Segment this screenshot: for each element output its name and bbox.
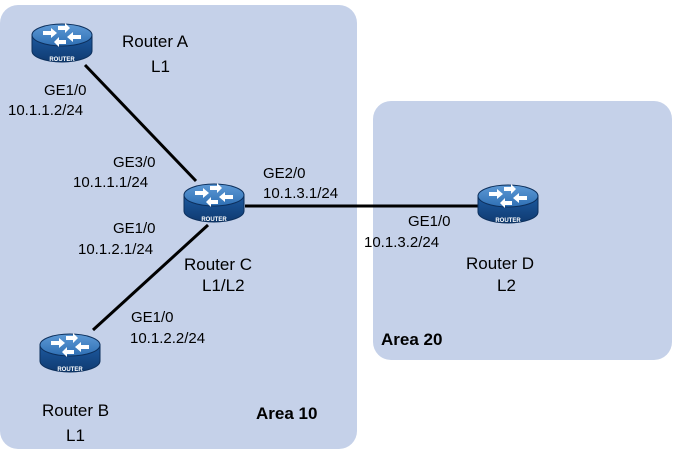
router-a-ge10-ip: 10.1.1.2/24 bbox=[8, 102, 84, 119]
router-d-icon: ROUTER bbox=[477, 183, 539, 224]
router-b-name: Router B bbox=[42, 401, 110, 420]
router-c-ge10-ip: 10.1.2.1/24 bbox=[78, 241, 154, 258]
link-a-c bbox=[83, 63, 198, 183]
router-b-level: L1 bbox=[66, 426, 85, 445]
area-10-label: Area 10 bbox=[256, 404, 318, 423]
router-c-name: Router C bbox=[184, 255, 253, 274]
area-20-label: Area 20 bbox=[381, 330, 443, 349]
router-a-ge10-port: GE1/0 bbox=[44, 82, 87, 99]
area-20-region bbox=[373, 101, 672, 360]
router-d-ge10-port: GE1/0 bbox=[408, 213, 451, 230]
router-b-ge10-port: GE1/0 bbox=[131, 309, 174, 326]
router-c-ge10-port: GE1/0 bbox=[113, 220, 156, 237]
router-d-level: L2 bbox=[497, 276, 516, 295]
router-c-ge30-port: GE3/0 bbox=[113, 154, 156, 171]
router-b-badge: ROUTER bbox=[57, 367, 83, 373]
router-c-ge20-ip: 10.1.3.1/24 bbox=[263, 185, 339, 202]
router-c-ge30-ip: 10.1.1.1/24 bbox=[73, 174, 149, 191]
router-a-name: Router A bbox=[122, 32, 189, 51]
link-c-b bbox=[91, 223, 210, 332]
router-b-ge10-ip: 10.1.2.2/24 bbox=[130, 330, 206, 347]
router-d-ge10-ip: 10.1.3.2/24 bbox=[364, 234, 440, 251]
router-c-level: L1/L2 bbox=[202, 276, 245, 295]
router-d-badge: ROUTER bbox=[495, 218, 521, 224]
router-b-icon: ROUTER bbox=[39, 332, 101, 373]
router-d-name: Router D bbox=[466, 254, 535, 273]
area-10-region bbox=[0, 5, 357, 449]
router-c-ge20-port: GE2/0 bbox=[263, 165, 306, 182]
router-a-badge: ROUTER bbox=[49, 57, 75, 63]
router-c-icon: ROUTER bbox=[183, 182, 245, 223]
router-a-icon: ROUTER bbox=[31, 22, 93, 63]
router-c-badge: ROUTER bbox=[201, 217, 227, 223]
router-a-level: L1 bbox=[151, 57, 170, 76]
